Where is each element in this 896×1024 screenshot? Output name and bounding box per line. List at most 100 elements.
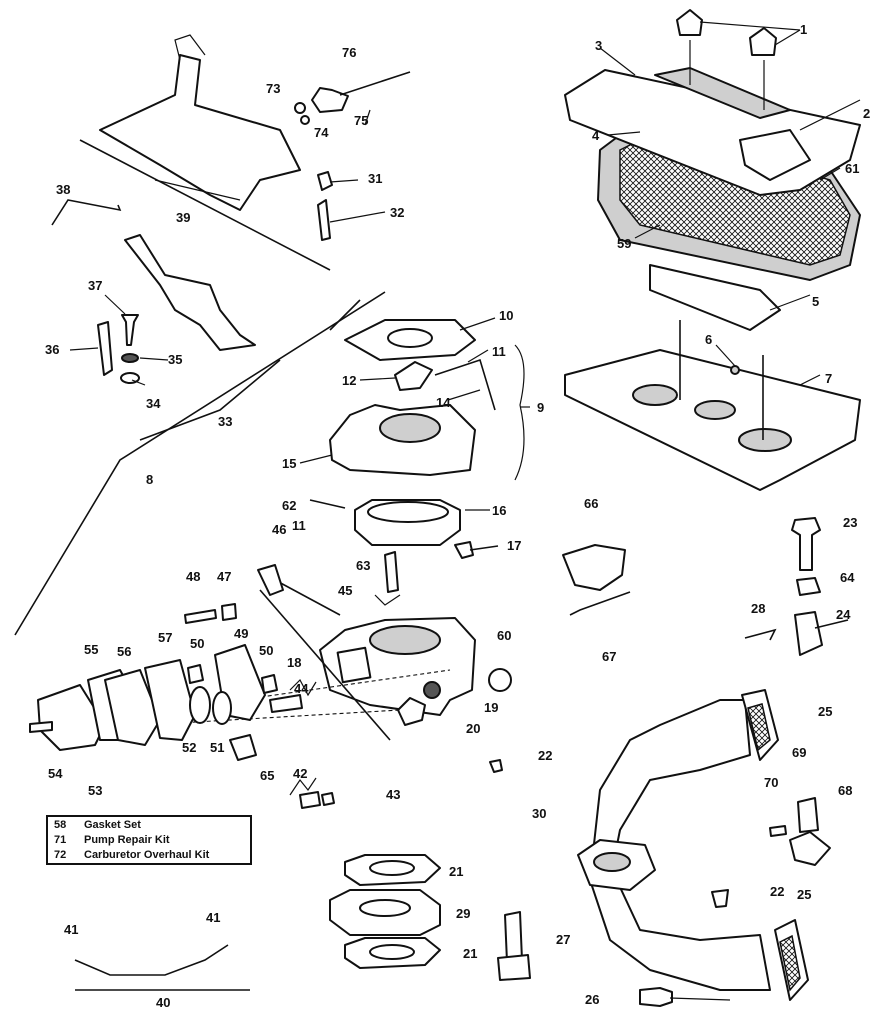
cover-top-plate (654, 67, 791, 119)
callout-26: 26 (585, 992, 599, 1007)
air-cleaner-bracket (649, 264, 781, 331)
callout-17: 17 (507, 538, 521, 553)
callout-62: 62 (282, 498, 296, 513)
callout-27: 27 (556, 932, 570, 947)
screw-37 (121, 314, 139, 346)
callout-46: 46 (272, 522, 286, 537)
callout-21a: 21 (449, 864, 463, 879)
callout-50a: 50 (190, 636, 204, 651)
knob-1b (749, 27, 777, 56)
legend-label: Pump Repair Kit (84, 834, 170, 846)
callout-2: 2 (863, 106, 870, 121)
bolt-23 (791, 517, 821, 571)
screw-42 (299, 791, 321, 809)
diaphragm-56 (104, 669, 161, 746)
lever-46 (257, 564, 284, 596)
callout-3: 3 (595, 38, 602, 53)
callout-36: 36 (45, 342, 59, 357)
throttle-shaft-45 (274, 579, 341, 616)
callout-14: 14 (436, 395, 451, 410)
air-cleaner-assembly (564, 9, 861, 491)
legend-number: 71 (54, 834, 67, 846)
callout-49: 49 (234, 626, 248, 641)
callout-18: 18 (287, 655, 301, 670)
callout-73: 73 (266, 81, 280, 96)
base-port-a (632, 384, 678, 406)
knob-1a (676, 9, 703, 36)
callout-44: 44 (294, 681, 309, 696)
callout-57: 57 (158, 630, 172, 645)
callout-51: 51 (210, 740, 224, 755)
callout-6: 6 (705, 332, 712, 347)
callout-30: 30 (532, 806, 546, 821)
callout-48: 48 (186, 569, 200, 584)
callout-69: 69 (792, 745, 806, 760)
callout-23: 23 (843, 515, 857, 530)
callout-40: 40 (156, 995, 170, 1010)
callout-5: 5 (812, 294, 819, 309)
clamp-68 (789, 831, 831, 866)
inlet-needle-63 (384, 551, 399, 593)
callout-59: 59 (617, 236, 631, 251)
callout-10: 10 (499, 308, 513, 323)
callout-35: 35 (168, 352, 182, 367)
callout-61: 61 (845, 161, 859, 176)
screw-48 (184, 609, 217, 624)
callout-8: 8 (146, 472, 153, 487)
section-divider-8 (14, 291, 386, 636)
plug-60 (488, 668, 512, 692)
callout-68: 68 (838, 783, 852, 798)
callout-20: 20 (466, 721, 480, 736)
callout-39: 39 (176, 210, 190, 225)
legend-row: 71 Pump Repair Kit (54, 833, 250, 848)
bolt-26 (639, 987, 673, 1007)
throttle-lever-33 (124, 234, 256, 351)
washer-43 (321, 792, 335, 806)
fuel-line-40 (74, 944, 229, 976)
callout-64: 64 (840, 570, 855, 585)
callout-33: 33 (218, 414, 232, 429)
callout-67: 67 (602, 649, 616, 664)
legend-label: Gasket Set (84, 819, 141, 831)
callout-50b: 50 (259, 643, 273, 658)
pump-body-57 (144, 659, 196, 741)
callout-31: 31 (368, 171, 382, 186)
bracket-69 (797, 797, 819, 833)
callout-76: 76 (342, 45, 356, 60)
callout-66: 66 (584, 496, 598, 511)
washer-35 (121, 353, 139, 363)
rod-67 (569, 591, 631, 616)
callout-1: 1 (800, 22, 807, 37)
callout-55: 55 (84, 642, 98, 657)
callout-37: 37 (88, 278, 102, 293)
callout-21b: 21 (463, 946, 477, 961)
callout-70: 70 (764, 775, 778, 790)
callout-16: 16 (492, 503, 506, 518)
callout-34: 34 (146, 396, 161, 411)
bushing-64 (796, 577, 821, 596)
callout-38: 38 (56, 182, 70, 197)
spring-75 (311, 87, 349, 113)
callout-19: 19 (484, 700, 498, 715)
carburetor-main-body (59, 564, 512, 773)
callout-43: 43 (386, 787, 400, 802)
callout-52: 52 (182, 740, 196, 755)
callout-7: 7 (825, 371, 832, 386)
base-port-b (694, 400, 736, 420)
callout-12: 12 (342, 373, 356, 388)
nut-47 (221, 603, 237, 621)
screw-70 (769, 825, 787, 837)
ring-51 (212, 691, 232, 725)
fuel-pump-assembly (29, 603, 317, 761)
spring-32 (317, 199, 331, 241)
callout-22a: 22 (538, 748, 552, 763)
callout-9: 9 (537, 400, 544, 415)
spring-50a (187, 664, 204, 684)
spring-50b (261, 674, 278, 694)
callout-22b: 22 (770, 884, 784, 899)
screw-17 (454, 541, 474, 559)
callout-53: 53 (88, 783, 102, 798)
